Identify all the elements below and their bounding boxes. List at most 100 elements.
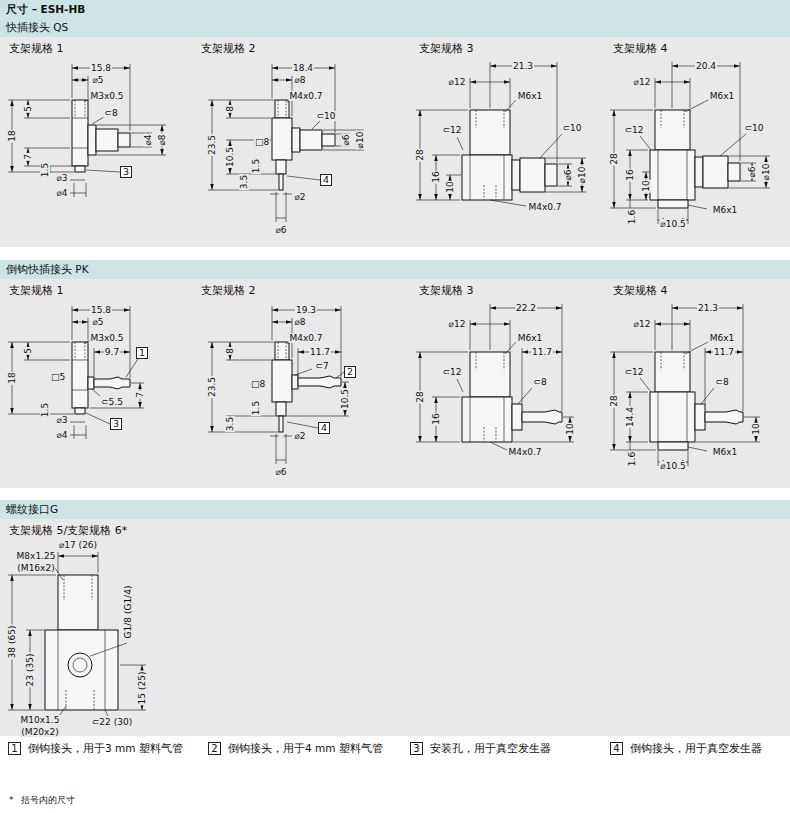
dimension-label: □5 <box>50 372 66 382</box>
dimension-label: ⌀8 <box>157 133 167 146</box>
dimension-label: 18 <box>7 371 17 384</box>
dimension-label: 15.8 <box>90 63 112 73</box>
dimension-label: 5 <box>23 347 33 355</box>
dimension-label: ⌀4 <box>55 430 68 440</box>
dimension-label: 3.5 <box>239 174 249 190</box>
footnote: 括号内的尺寸 <box>20 795 76 805</box>
dimension-label: ⊂12 <box>624 367 645 377</box>
dimension-label: 18.4 <box>292 63 314 73</box>
dimension-label: 16 <box>431 412 441 425</box>
dimension-label: M4x0.7 <box>288 333 323 343</box>
dimension-label: 11.7 <box>309 347 331 357</box>
dimension-label: 1.5 <box>40 402 50 418</box>
legend-entry: 1 倒钩接头，用于3 mm 塑料气管 <box>8 741 198 755</box>
section-title: 快插接头 QS <box>6 21 68 33</box>
dimension-label: 1.5 <box>251 400 261 416</box>
size-heading: 支架规格 4 <box>612 284 669 297</box>
dimension-label: 1.5 <box>40 162 50 178</box>
legend-text: 安装孔，用于真空发生器 <box>430 741 590 755</box>
legend-text: 倒钩接头，用于3 mm 塑料气管 <box>28 741 188 755</box>
dimension-label: M6x1 <box>709 333 736 343</box>
dimension-label: 14.4 <box>625 406 635 428</box>
callout-number: 1 <box>136 347 148 359</box>
dimension-label: ⌀10.5 <box>659 461 686 471</box>
callout-text: 2 <box>347 367 353 377</box>
dimension-label: M4x0.7 <box>527 202 562 212</box>
size-heading: 支架规格 2 <box>200 284 257 297</box>
dimension-label: 16 <box>431 170 441 183</box>
dimension-label: ⊂12 <box>442 125 463 135</box>
dimension-label: 21.3 <box>512 61 534 71</box>
dimension-label: M6x1 <box>517 333 544 343</box>
dimension-label: M6x1 <box>712 447 739 457</box>
dimension-label: M8x1.25 <box>16 551 57 561</box>
dimension-label: 9.7 <box>104 347 120 357</box>
callout-number: 3 <box>110 418 122 430</box>
dimension-label: ⊂8 <box>714 377 729 387</box>
dimension-label: 23.5 <box>207 376 217 398</box>
dimension-label: G1/8 (G1/4) <box>123 585 133 640</box>
page-title: 尺寸 – ESH-HB <box>0 0 790 18</box>
dimension-label: ⊂7 <box>314 361 329 371</box>
dimension-label: 23.5 <box>207 134 217 156</box>
legend-entry: 4 倒钩接头，用于真空发生器 <box>610 741 790 755</box>
callout-text: 1 <box>139 348 145 358</box>
dimension-label: M6x1 <box>517 91 544 101</box>
dimension-label: ⌀2 <box>293 192 306 202</box>
size-heading: 支架规格 3 <box>418 42 475 55</box>
dimension-label: M3x0.5 <box>89 91 124 101</box>
dimension-label: ⊂10 <box>562 123 583 133</box>
dimension-label: ⌀8 <box>293 75 306 85</box>
dimension-label: ⌀2 <box>293 431 306 441</box>
dimension-label: ⌀4 <box>55 188 68 198</box>
size-heading: 支架规格 1 <box>8 42 65 55</box>
dimension-label: 19.3 <box>295 305 317 315</box>
dimension-label: ⌀8 <box>293 317 306 327</box>
legend-text: 倒钩接头，用于真空发生器 <box>630 741 790 755</box>
dimension-label: ⊂10 <box>744 123 765 133</box>
dimension-label: ⌀10.5 <box>659 219 686 229</box>
dimension-label: ⌀12 <box>448 319 467 329</box>
callout-text: 4 <box>321 423 327 433</box>
dimension-label: 20.4 <box>695 61 717 71</box>
dimension-label: 23 (35) <box>25 653 35 688</box>
dimension-label: ⊂12 <box>624 125 645 135</box>
footnote: * <box>8 795 15 805</box>
dimension-label: M4x0.7 <box>507 447 542 457</box>
dimension-label: (M20x2) <box>20 727 59 737</box>
dimension-label: 5 <box>23 105 33 113</box>
dimension-label: 28 <box>415 390 425 403</box>
callout-text: 3 <box>123 167 129 177</box>
dimension-label: ⌀6 <box>274 467 287 477</box>
section-title: 螺纹接口G <box>6 503 58 515</box>
section-band: 螺纹接口G <box>0 500 790 519</box>
dimension-label: ⌀3 <box>55 415 68 425</box>
dimension-label: 3.5 <box>225 416 235 432</box>
dimension-label: 28 <box>609 394 619 407</box>
callout-number: 4 <box>610 742 623 755</box>
dimension-label: ⊂10 <box>316 111 337 121</box>
dimension-label: (M16x2) <box>16 563 55 573</box>
dimension-label: ⌀10 <box>577 166 587 185</box>
dimension-label: 10 <box>445 180 455 193</box>
dimension-label: 22.2 <box>515 303 537 313</box>
dimension-label: 16 <box>625 168 635 181</box>
callout-number: 3 <box>120 166 132 178</box>
dimension-label: 28 <box>609 152 619 165</box>
dimension-label: ⌀10 <box>761 163 771 182</box>
dimension-label: ⌀12 <box>448 77 467 87</box>
dimension-label: ⌀3 <box>55 173 68 183</box>
dimension-label: 28 <box>415 148 425 161</box>
dimension-label: ⌀6 <box>274 225 287 235</box>
callout-text: 3 <box>113 419 119 429</box>
dimension-label: ⊂8 <box>532 377 547 387</box>
size-heading: 支架规格 4 <box>612 42 669 55</box>
dimension-label: ⊂8 <box>103 108 118 118</box>
size-heading: 支架规格 3 <box>418 284 475 297</box>
callout-number: 1 <box>8 742 21 755</box>
dimension-label: 8 <box>225 347 235 355</box>
legend-entry: 3安装孔，用于真空发生器 <box>410 741 600 755</box>
dimension-label: ⌀12 <box>633 77 652 87</box>
dimension-label: 10 <box>641 179 651 192</box>
